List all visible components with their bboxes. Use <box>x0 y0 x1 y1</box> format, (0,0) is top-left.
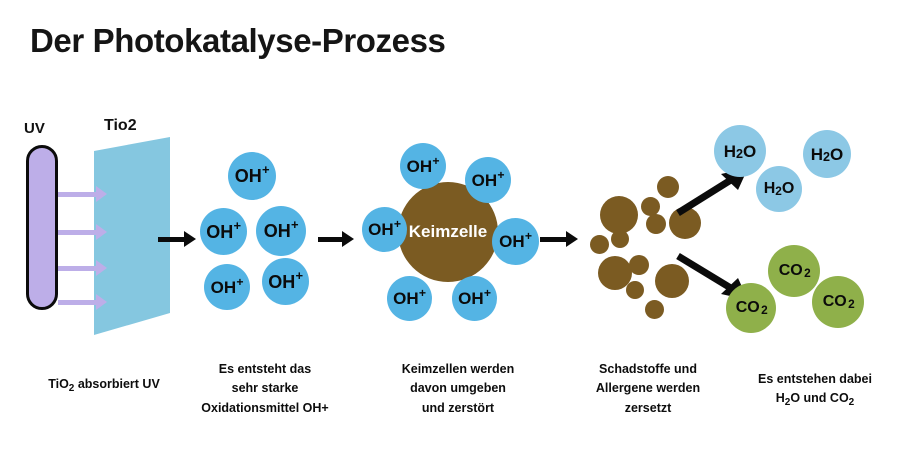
uv-ray-1 <box>58 186 110 202</box>
arrow-head <box>184 231 196 247</box>
oh-charge: + <box>497 167 505 182</box>
tio2-panel-icon <box>94 137 170 335</box>
water-subscript: 2 <box>823 149 831 164</box>
oh-label: OH <box>406 156 433 176</box>
oh-label: OH <box>458 289 484 308</box>
co2-label: CO <box>735 299 760 316</box>
co2-label: CO <box>778 262 803 279</box>
keimzelle-oh-radical-2: OH+ <box>465 157 511 203</box>
oh-charge: + <box>233 217 242 233</box>
oh-label: OH <box>206 221 234 242</box>
arrow-shaft <box>540 237 566 242</box>
uv-ray-2 <box>58 224 110 240</box>
keimzelle-oh-radical-3: OH+ <box>362 207 407 252</box>
oh-radical-3: OH+ <box>256 206 306 256</box>
keimzelle-oh-radical-5: OH+ <box>387 276 432 321</box>
uv-ray-shaft <box>58 300 98 305</box>
co2-subscript: 2 <box>848 296 855 311</box>
pollutant-fragment-12 <box>645 300 664 319</box>
uv-ray-head <box>96 260 107 276</box>
oh-charge: + <box>261 162 270 178</box>
oh-radical-5: OH+ <box>262 258 309 305</box>
water-subscript: 2 <box>736 146 744 161</box>
arrow-stage1-to-stage2 <box>158 231 196 247</box>
water-label-tail: O <box>743 141 757 161</box>
caption-stage1: TiO2 absorbiert UV <box>14 375 194 394</box>
keimzelle-oh-radical-4: OH+ <box>492 218 539 265</box>
uv-ray-head <box>96 224 107 240</box>
co2-subscript: 2 <box>761 302 768 317</box>
pollutant-fragment-10 <box>626 281 644 299</box>
uv-ray-4 <box>58 294 110 310</box>
uv-ray-shaft <box>58 266 98 271</box>
oh-charge: + <box>524 229 533 244</box>
water-label: H <box>763 180 776 197</box>
oh-label: OH <box>263 221 291 241</box>
oh-label: OH <box>471 170 498 190</box>
oh-radical-2: OH+ <box>200 208 247 255</box>
caption-stage1-text: TiO2 absorbiert UV <box>48 377 160 394</box>
arrow-shaft <box>318 237 342 242</box>
pollutant-fragment-7 <box>611 230 629 248</box>
pollutant-fragment-9 <box>629 255 649 275</box>
pollutant-fragment-1 <box>600 196 638 234</box>
uv-ray-3 <box>58 260 110 276</box>
pollutant-fragment-3 <box>657 176 679 198</box>
oh-label: OH <box>368 220 394 239</box>
oh-radical-4: OH+ <box>204 264 250 310</box>
oh-charge: + <box>432 153 440 168</box>
pollutant-fragment-11 <box>655 264 689 298</box>
oh-charge: + <box>483 286 492 301</box>
oh-label: OH <box>268 271 296 292</box>
tio2-panel-label: Tio2 <box>104 117 137 134</box>
keimzelle-label: Keimzelle <box>408 222 488 241</box>
oh-label: OH <box>234 166 262 186</box>
oh-label: OH <box>393 289 419 308</box>
water-label: H <box>810 144 824 164</box>
caption-stage2: Es entsteht das sehr starke Oxidationsmi… <box>201 362 329 415</box>
uv-ray-head <box>96 294 107 310</box>
oh-charge: + <box>418 286 427 301</box>
water-label-tail: O <box>781 180 795 197</box>
uv-ray-shaft <box>58 192 98 197</box>
oh-charge: + <box>236 274 244 289</box>
water-subscript: 2 <box>775 184 782 199</box>
caption-stage4: Schadstoffe und Allergene werden zersetz… <box>595 362 701 415</box>
arrow-stage2-to-stage3 <box>318 231 354 247</box>
oh-radical-1: OH+ <box>228 152 276 200</box>
oh-label: OH <box>499 232 525 251</box>
oh-charge: + <box>295 267 304 283</box>
arrow-shaft <box>158 237 184 242</box>
arrow-stage3-to-stage4 <box>540 231 578 247</box>
uv-lamp-label: UV <box>24 120 45 137</box>
co2-label: CO <box>822 293 847 310</box>
arrow-head <box>566 231 578 247</box>
co2-subscript: 2 <box>804 265 811 280</box>
uv-lamp <box>26 145 58 310</box>
water-label: H <box>723 141 737 161</box>
oh-charge: + <box>393 217 402 232</box>
oh-charge: + <box>290 217 299 233</box>
water-label-tail: O <box>830 144 844 164</box>
uv-ray-head <box>96 186 107 202</box>
pollutant-fragment-6 <box>590 235 609 254</box>
oh-label: OH <box>210 277 237 297</box>
pollutant-fragment-4 <box>646 214 666 234</box>
page-title: Der Photokatalyse-Prozess <box>30 22 446 59</box>
keimzelle-oh-radical-1: OH+ <box>400 143 446 189</box>
uv-ray-shaft <box>58 230 98 235</box>
pollutant-fragment-2 <box>641 197 660 216</box>
caption-stage3: Keimzellen werden davon umgeben und zers… <box>401 362 515 415</box>
keimzelle-oh-radical-6: OH+ <box>452 276 497 321</box>
arrow-head <box>342 231 354 247</box>
